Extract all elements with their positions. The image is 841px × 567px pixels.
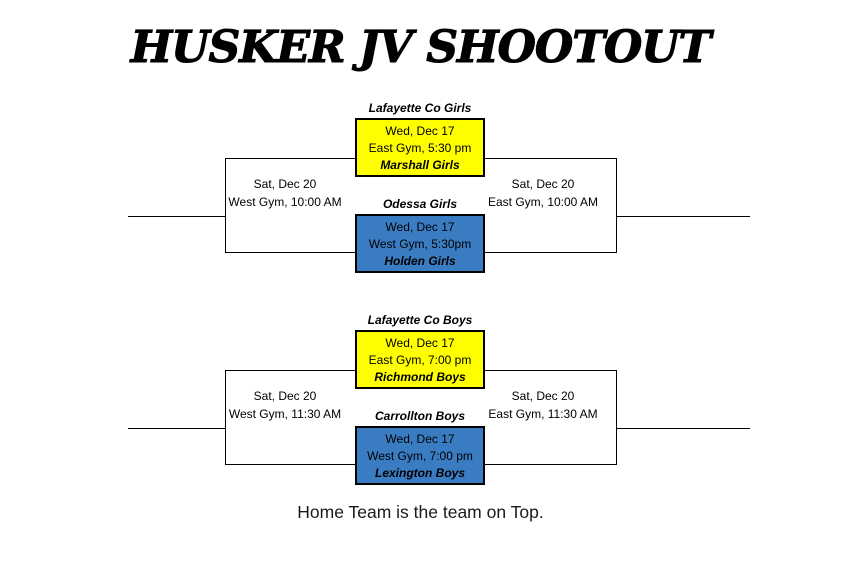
top-game-home-team: Lafayette Co Boys bbox=[367, 313, 473, 327]
advance-line-right bbox=[617, 216, 750, 217]
final-date: Sat, Dec 20 bbox=[511, 389, 575, 403]
top-game-box: Wed, Dec 17 East Gym, 7:00 pm Richmond B… bbox=[355, 330, 485, 389]
game-date: Wed, Dec 17 bbox=[385, 219, 455, 234]
final-game-left: Sat, Dec 20 West Gym, 10:00 AM bbox=[220, 178, 350, 214]
advance-line-left bbox=[128, 216, 225, 217]
home-team-note: Home Team is the team on Top. bbox=[297, 502, 544, 522]
final-date: Sat, Dec 20 bbox=[253, 177, 317, 191]
game-venue-time: East Gym, 7:00 pm bbox=[368, 352, 472, 367]
bracket-girls: Lafayette Co Girls Wed, Dec 17 East Gym,… bbox=[0, 101, 841, 287]
game-date: Wed, Dec 17 bbox=[385, 123, 455, 138]
final-date: Sat, Dec 20 bbox=[253, 389, 317, 403]
top-game-home-team: Lafayette Co Girls bbox=[368, 101, 472, 115]
final-date: Sat, Dec 20 bbox=[511, 177, 575, 191]
page-title: HUSKER JV SHOOTOUT bbox=[130, 21, 712, 73]
game-venue-time: West Gym, 5:30pm bbox=[368, 236, 472, 251]
bottom-game-home-team: Carrollton Boys bbox=[374, 409, 465, 423]
final-game-right: Sat, Dec 20 East Gym, 11:30 AM bbox=[478, 390, 608, 426]
final-venue-time: East Gym, 11:30 AM bbox=[488, 407, 598, 421]
top-game-box: Wed, Dec 17 East Gym, 5:30 pm Marshall G… bbox=[355, 118, 485, 177]
final-venue-time: East Gym, 10:00 AM bbox=[487, 195, 599, 209]
bottom-game-away-team: Lexington Boys bbox=[374, 465, 465, 480]
bottom-game-box: Wed, Dec 17 West Gym, 5:30pm Holden Girl… bbox=[355, 214, 485, 273]
final-game-left: Sat, Dec 20 West Gym, 11:30 AM bbox=[220, 390, 350, 426]
advance-line-left bbox=[128, 428, 225, 429]
final-venue-time: West Gym, 10:00 AM bbox=[228, 195, 342, 209]
game-venue-time: East Gym, 5:30 pm bbox=[368, 140, 472, 155]
bottom-game-box: Wed, Dec 17 West Gym, 7:00 pm Lexington … bbox=[355, 426, 485, 485]
top-game-away-team: Richmond Boys bbox=[374, 369, 466, 384]
final-game-right: Sat, Dec 20 East Gym, 10:00 AM bbox=[478, 178, 608, 214]
bracket-boys: Lafayette Co Boys Wed, Dec 17 East Gym, … bbox=[0, 313, 841, 499]
final-venue-time: West Gym, 11:30 AM bbox=[228, 407, 342, 421]
bottom-game-away-team: Holden Girls bbox=[384, 253, 456, 268]
bottom-game-home-team: Odessa Girls bbox=[382, 197, 458, 211]
advance-line-right bbox=[617, 428, 750, 429]
game-venue-time: West Gym, 7:00 pm bbox=[367, 448, 473, 463]
game-date: Wed, Dec 17 bbox=[385, 431, 455, 446]
game-date: Wed, Dec 17 bbox=[385, 335, 455, 350]
top-game-away-team: Marshall Girls bbox=[380, 157, 460, 172]
